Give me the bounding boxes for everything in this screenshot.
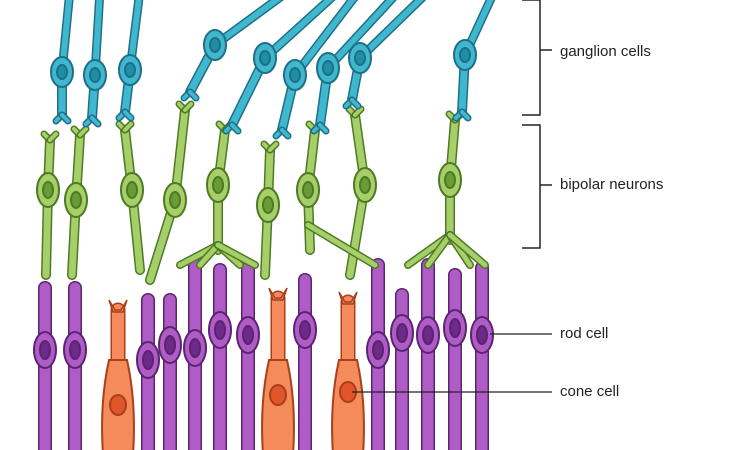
rod-cell-8-nucleus bbox=[299, 320, 311, 340]
bipolar-branch-2-2 bbox=[425, 232, 453, 268]
ganglion-cell-7-nucleus bbox=[322, 60, 334, 76]
bipolar-neuron-6-tip-right bbox=[268, 142, 278, 152]
rod-cell-2-nucleus bbox=[69, 340, 81, 360]
cone-cell-2-pedicle bbox=[268, 287, 288, 301]
ganglion-cell-5-nucleus bbox=[259, 50, 271, 66]
bipolar-neuron-3-nucleus bbox=[126, 181, 138, 199]
ganglion-cell-3-tip-right bbox=[123, 110, 133, 120]
bipolar-neuron-3-tip-right bbox=[123, 122, 133, 132]
ganglion-cell-7-axon bbox=[325, 0, 395, 71]
ganglion-cell-6-nucleus bbox=[289, 67, 301, 83]
bipolar-branch-1-2 bbox=[197, 242, 221, 268]
ganglion-cell-8-axon bbox=[357, 0, 425, 61]
ganglion-cell-9-tip-right bbox=[460, 110, 470, 120]
rod-cell-3-nucleus bbox=[142, 350, 154, 370]
rod-cell-11-nucleus bbox=[422, 325, 434, 345]
bipolar-bracket bbox=[522, 124, 552, 249]
photoreceptor-layer bbox=[33, 258, 494, 450]
ganglion-cell-4-nucleus bbox=[209, 37, 221, 53]
bipolar-neuron-2-tip-right bbox=[78, 127, 88, 137]
ganglion-cell-1-nucleus bbox=[56, 64, 68, 80]
bipolar-branch-3-1 bbox=[305, 222, 378, 268]
rod-cell-12-nucleus bbox=[449, 318, 461, 338]
ganglion-cell-2-nucleus bbox=[89, 67, 101, 83]
cone-cell-1-nucleus bbox=[109, 394, 127, 416]
ganglion-cell-6-axon bbox=[292, 0, 357, 78]
ganglion-cell-8-nucleus bbox=[354, 50, 366, 66]
rod-cell-10-nucleus bbox=[396, 323, 408, 343]
bipolar-neuron-2-nucleus bbox=[70, 191, 82, 209]
label-rod-cell: rod cell bbox=[560, 325, 609, 342]
bipolar-neuron-4-tip-right bbox=[183, 102, 193, 112]
bipolar-neuron-1-tip-right bbox=[48, 132, 58, 142]
ganglion-cell-5-tip-right bbox=[230, 123, 240, 133]
ganglion-cell-9-nucleus bbox=[459, 47, 471, 63]
ganglion-cell-3-nucleus bbox=[124, 62, 136, 78]
ganglion-cell-8-tip-right bbox=[350, 98, 360, 108]
bipolar-branch-1-4 bbox=[215, 242, 258, 268]
ganglion-cell-7-tip-right bbox=[318, 123, 328, 133]
bipolar-neuron-8-nucleus bbox=[359, 176, 371, 194]
ganglion-layer bbox=[50, 0, 496, 140]
label-ganglion-cells: ganglion cells bbox=[560, 43, 651, 60]
rod-cell-13-nucleus bbox=[476, 325, 488, 345]
bipolar-neuron-1-nucleus bbox=[42, 181, 54, 199]
bipolar-neuron-5-nucleus bbox=[212, 176, 224, 194]
bipolar-neuron-9-nucleus bbox=[444, 171, 456, 189]
rod-cell-4-nucleus bbox=[164, 335, 176, 355]
bipolar-layer bbox=[36, 100, 489, 285]
ganglion-cell-4-axon bbox=[212, 0, 282, 48]
cone-cell-2-nucleus bbox=[269, 384, 287, 406]
rod-cell-7-nucleus bbox=[242, 325, 254, 345]
cone-cell-3-inner-segment bbox=[331, 359, 365, 450]
ganglion-cell-4-tip-right bbox=[188, 90, 198, 100]
bipolar-neuron-6-nucleus bbox=[262, 196, 274, 214]
ganglion-cell-1-tip-right bbox=[60, 113, 70, 123]
bipolar-neuron-4-nucleus bbox=[169, 191, 181, 209]
bipolar-neuron-7-nucleus bbox=[302, 181, 314, 199]
bipolar-branch-2-4 bbox=[447, 232, 488, 268]
cone-cell-3-pedicle bbox=[338, 291, 358, 305]
ganglion-cell-2-tip-right bbox=[90, 116, 100, 126]
label-lines bbox=[352, 0, 552, 393]
ganglion-bracket bbox=[522, 0, 552, 116]
bipolar-neuron-8-tip-right bbox=[353, 107, 363, 117]
rod-cell-6-nucleus bbox=[214, 320, 226, 340]
label-cone-cell: cone cell bbox=[560, 383, 620, 400]
cone-cell-1-pedicle bbox=[108, 299, 128, 313]
rod-cell-5-nucleus bbox=[189, 338, 201, 358]
rod-cell-1-nucleus bbox=[39, 340, 51, 360]
label-bipolar-neurons: bipolar neurons bbox=[560, 176, 664, 193]
rod-cell-9-nucleus bbox=[372, 340, 384, 360]
ganglion-cell-6-tip-right bbox=[280, 128, 290, 138]
ganglion-cell-5-axon bbox=[262, 0, 334, 61]
